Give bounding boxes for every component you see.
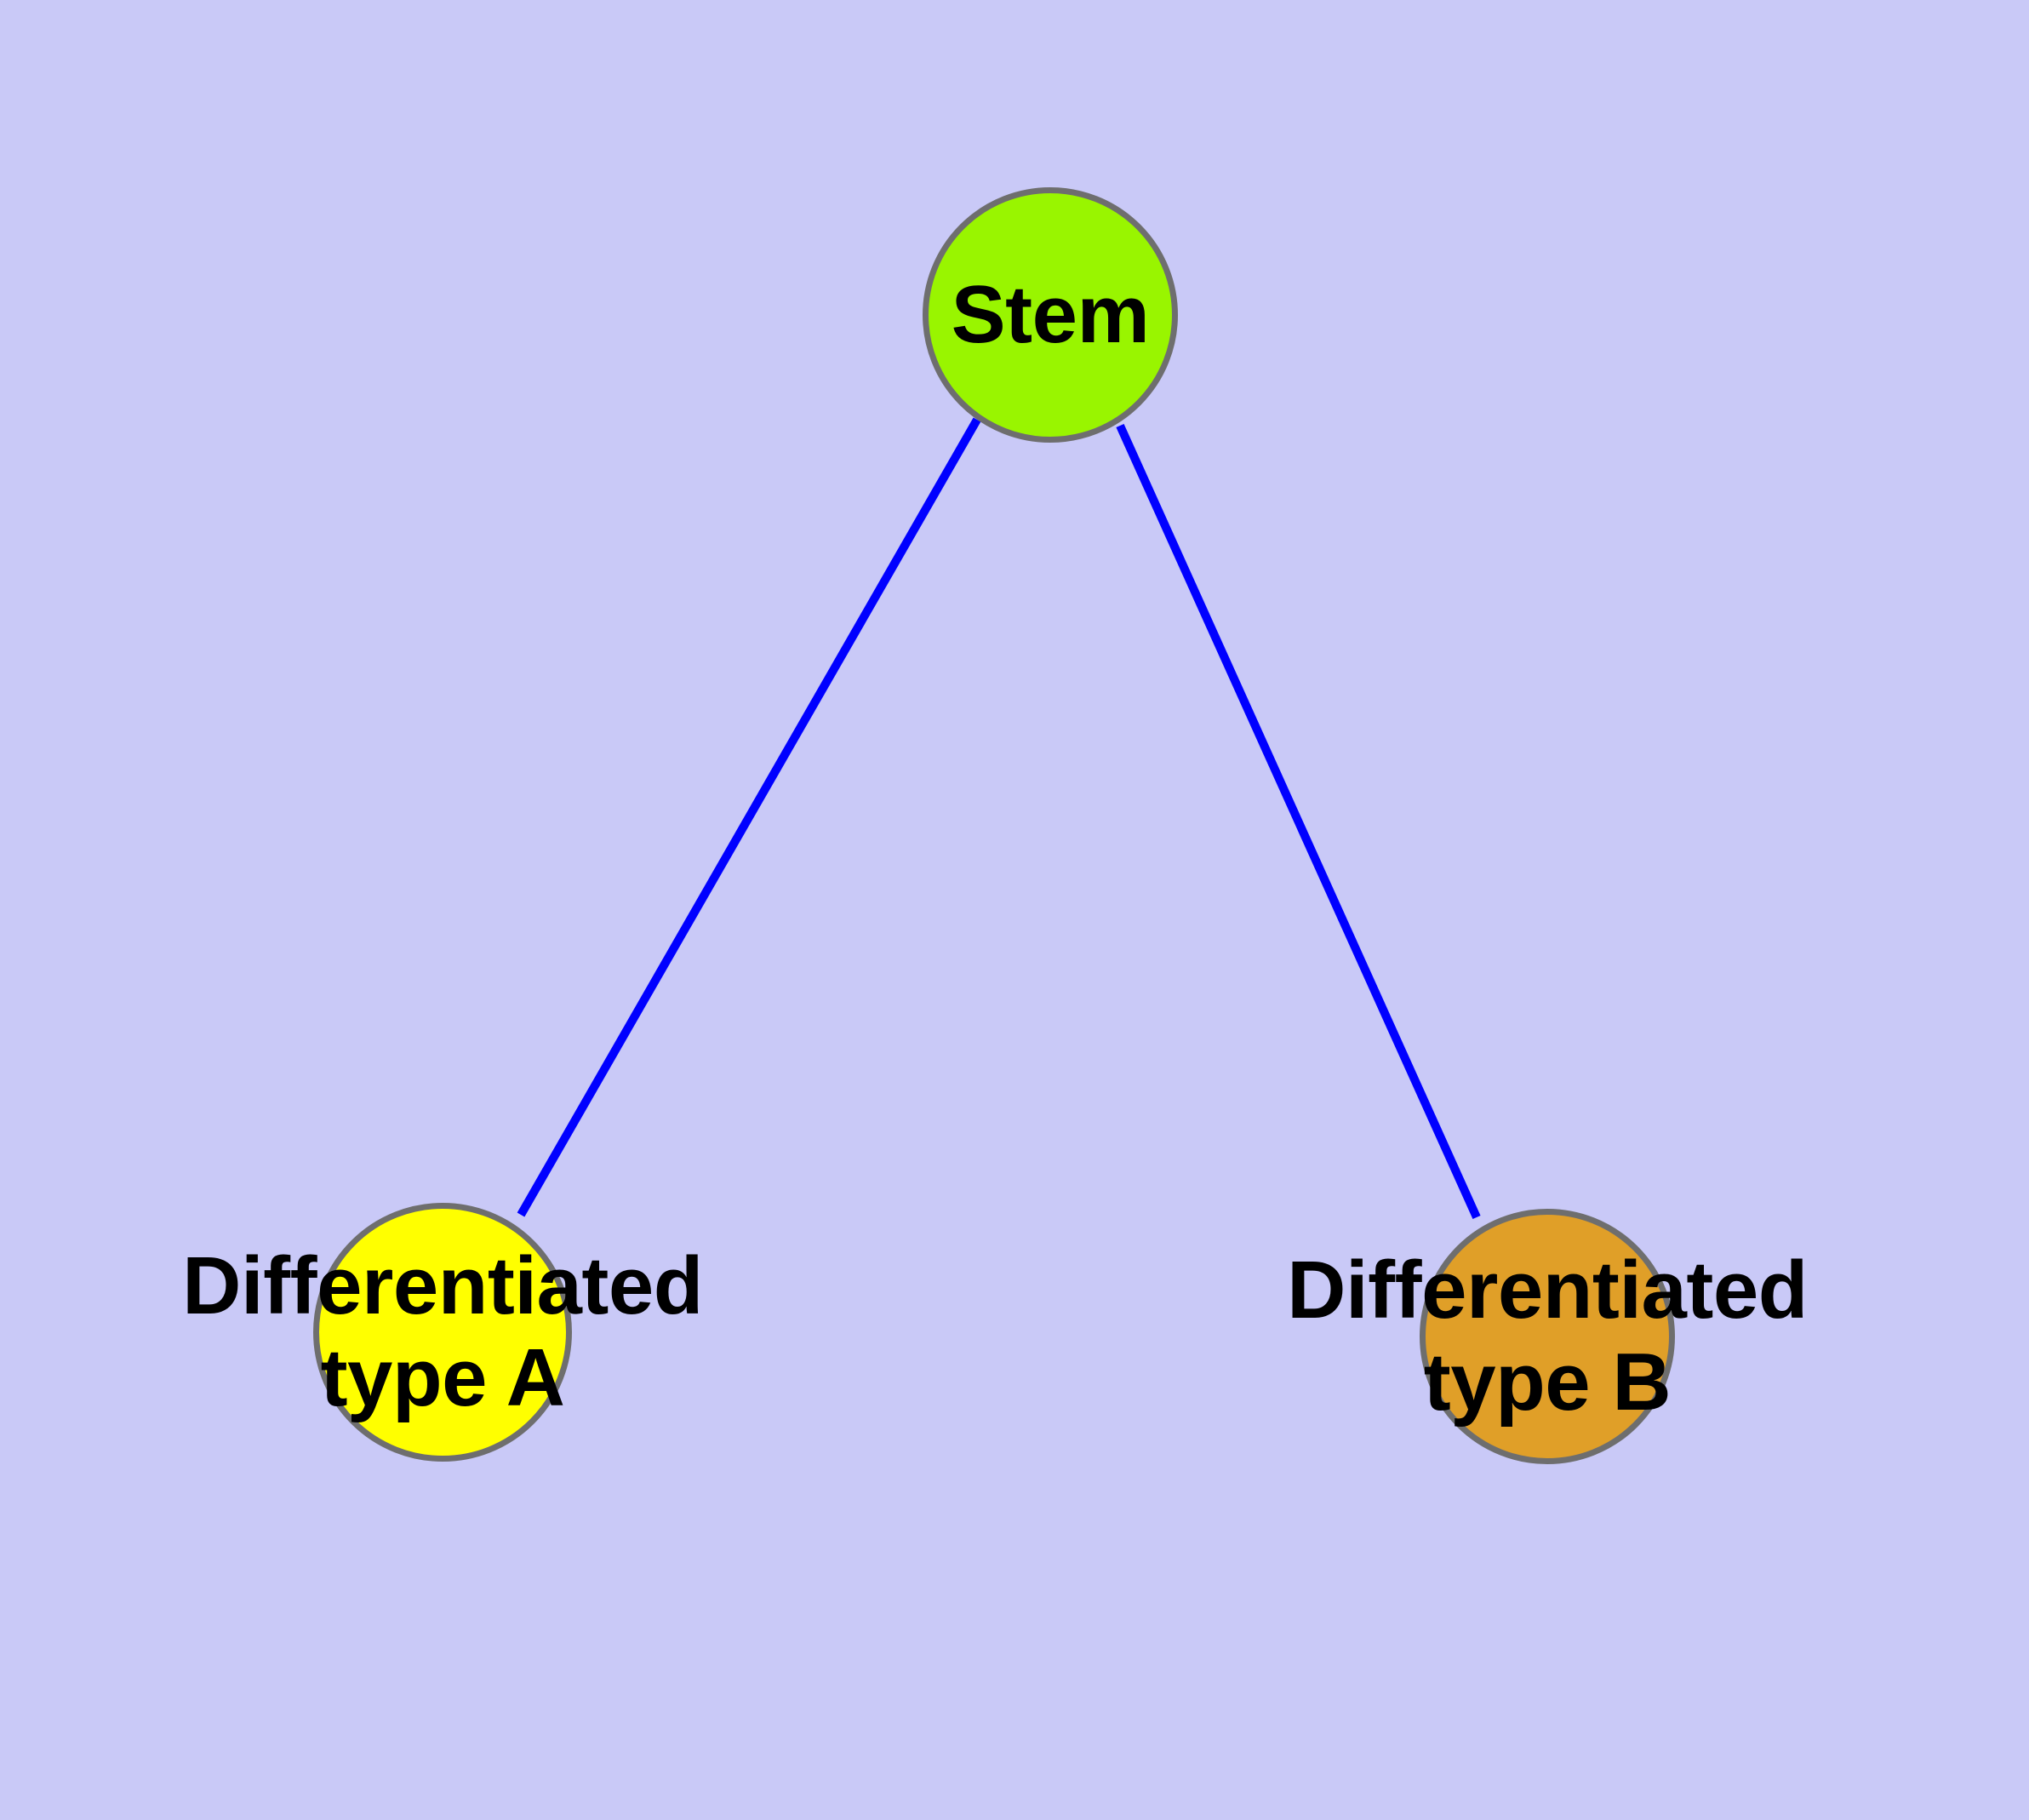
graph-edge-stem-diff_a	[517, 417, 981, 1217]
graph-node-diff_a[interactable]	[313, 1203, 572, 1462]
graph-node-stem[interactable]	[923, 187, 1178, 443]
graph-edge-stem-diff_b	[1116, 423, 1481, 1220]
graph-node-diff_b[interactable]	[1420, 1209, 1675, 1464]
